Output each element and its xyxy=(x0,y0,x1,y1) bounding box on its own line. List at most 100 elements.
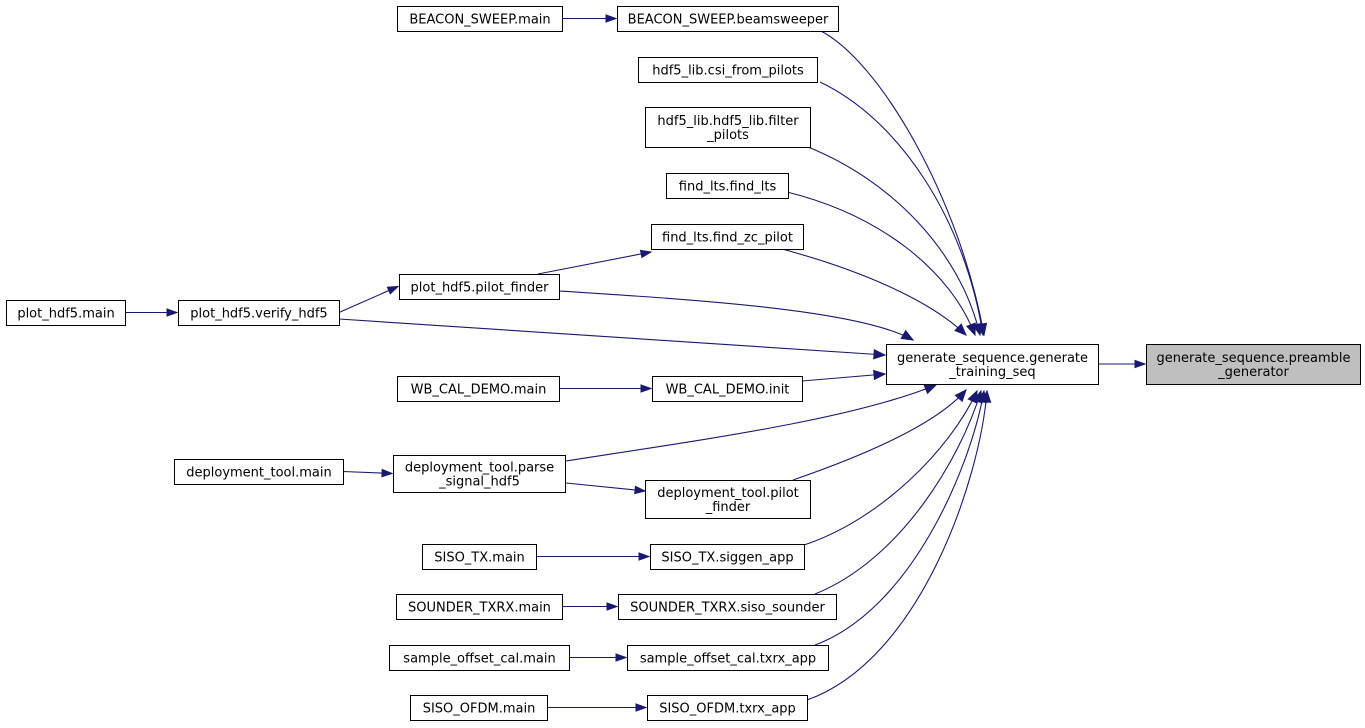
node-label: deployment_tool.pilot xyxy=(657,486,799,501)
node-csi-from-pilots[interactable]: hdf5_lib.csi_from_pilots xyxy=(638,57,818,83)
edge-ofdm_main-to-ofdm_txrx xyxy=(547,703,648,712)
node-label: generate_sequence.generate xyxy=(897,351,1088,366)
arrowhead-icon xyxy=(640,384,653,393)
node-box xyxy=(645,107,811,148)
node-beacon-main[interactable]: BEACON_SWEEP.main xyxy=(397,6,563,32)
node-wb-main[interactable]: WB_CAL_DEMO.main xyxy=(397,376,560,402)
node-find-zc-pilot[interactable]: find_lts.find_zc_pilot xyxy=(651,224,804,250)
arrowhead-icon xyxy=(873,349,887,360)
node-label: deployment_tool.main xyxy=(186,466,332,481)
edge-line xyxy=(814,390,982,595)
node-wb-init[interactable]: WB_CAL_DEMO.init xyxy=(652,376,803,402)
edge-deploy_main-to-parse_signal xyxy=(342,468,394,478)
call-graph-nodes: BEACON_SWEEP.main BEACON_SWEEP.beamsweepe… xyxy=(6,6,1361,721)
edge-line xyxy=(537,251,652,275)
node-siso-sounder[interactable]: SOUNDER_TXRX.siso_sounder xyxy=(618,594,837,620)
arrowhead-icon xyxy=(923,384,938,395)
node-label: _generator xyxy=(1217,365,1289,380)
node-label: SISO_TX.siggen_app xyxy=(661,551,793,566)
edge-line xyxy=(814,390,985,646)
node-label: BEACON_SWEEP.main xyxy=(409,13,550,28)
node-label: _finder xyxy=(705,500,751,515)
node-plot-pilot-finder[interactable]: plot_hdf5.pilot_finder xyxy=(399,274,560,300)
node-box xyxy=(627,645,829,671)
node-siggen-app[interactable]: SISO_TX.siggen_app xyxy=(650,544,805,570)
node-beacon-beamsweeper[interactable]: BEACON_SWEEP.beamsweeper xyxy=(617,6,839,32)
edge-plot_pilot_finder-to-find_zc_pilot xyxy=(537,249,653,275)
node-ofdm-main[interactable]: SISO_OFDM.main xyxy=(410,695,548,721)
edge-plot_pilot_finder-to-generate_training_seq xyxy=(558,290,915,341)
edge-verify_hdf5-to-generate_training_seq xyxy=(338,318,887,360)
edge-find_zc_pilot-to-generate_training_seq xyxy=(781,248,967,336)
node-verify-hdf5[interactable]: plot_hdf5.verify_hdf5 xyxy=(178,300,340,326)
arrowhead-icon xyxy=(954,389,967,403)
edge-soc_main-to-soc_txrx xyxy=(569,653,628,662)
node-box xyxy=(886,344,1099,385)
node-box xyxy=(617,6,839,32)
node-sounder-main[interactable]: SOUNDER_TXRX.main xyxy=(396,594,563,620)
node-soc-main[interactable]: sample_offset_cal.main xyxy=(389,645,570,671)
arrowhead-icon xyxy=(639,249,653,259)
edge-line xyxy=(819,81,984,336)
node-label: find_lts.find_lts xyxy=(679,180,777,195)
arrowhead-icon xyxy=(166,308,179,317)
node-box xyxy=(645,480,811,519)
edge-line xyxy=(786,191,976,336)
edge-line xyxy=(807,146,981,336)
node-box xyxy=(651,224,804,250)
arrowhead-icon xyxy=(606,602,619,611)
node-ofdm-txrx[interactable]: SISO_OFDM.txrx_app xyxy=(647,695,808,721)
edge-line xyxy=(338,285,399,314)
node-box xyxy=(666,173,789,199)
edge-line xyxy=(781,248,967,336)
node-generate-training-seq[interactable]: generate_sequence.generate_training_seq xyxy=(886,344,1099,385)
node-box xyxy=(396,594,563,620)
edge-verify_hdf5-to-plot_pilot_finder xyxy=(338,285,400,314)
arrowhead-icon xyxy=(1134,359,1147,369)
edge-line xyxy=(818,29,985,336)
node-label: plot_hdf5.main xyxy=(17,307,114,322)
edge-plot_main-to-verify_hdf5 xyxy=(125,308,179,317)
edge-line xyxy=(801,373,886,382)
node-parse-signal[interactable]: deployment_tool.parse_signal_hdf5 xyxy=(393,455,566,493)
node-label: generate_sequence.preamble xyxy=(1157,351,1351,366)
arrowhead-icon xyxy=(900,329,915,341)
edge-siso_sounder-to-generate_training_seq xyxy=(814,389,983,595)
arrowhead-icon xyxy=(381,468,394,478)
node-label: _signal_hdf5 xyxy=(438,475,520,490)
node-box xyxy=(397,6,563,32)
node-box xyxy=(410,695,548,721)
arrowhead-icon xyxy=(980,389,992,403)
edge-beacon_beamsweeper-to-generate_training_seq xyxy=(818,29,988,337)
node-deploy-pilot-finder[interactable]: deployment_tool.pilot_finder xyxy=(645,480,811,519)
node-plot-main[interactable]: plot_hdf5.main xyxy=(6,300,126,326)
arrowhead-icon xyxy=(638,552,651,561)
node-find-lts[interactable]: find_lts.find_lts xyxy=(666,173,789,199)
edge-wb_init-to-generate_training_seq xyxy=(801,369,887,382)
node-preamble-generator[interactable]: generate_sequence.preamble_generator xyxy=(1146,344,1361,385)
arrowhead-icon xyxy=(634,485,647,495)
node-label: hdf5_lib.hdf5_lib.filter xyxy=(657,114,799,129)
node-siso-tx-main[interactable]: SISO_TX.main xyxy=(422,544,537,570)
node-box xyxy=(178,300,340,326)
edge-ofdm_txrx-to-generate_training_seq xyxy=(806,389,992,701)
edge-line xyxy=(792,389,967,481)
node-box xyxy=(1146,344,1361,385)
node-label: sample_offset_cal.main xyxy=(403,652,555,667)
arrowhead-icon xyxy=(605,14,618,23)
node-soc-txrx[interactable]: sample_offset_cal.txrx_app xyxy=(627,645,829,671)
node-box xyxy=(652,376,803,402)
node-label: plot_hdf5.pilot_finder xyxy=(411,281,550,296)
node-deploy-main[interactable]: deployment_tool.main xyxy=(174,459,344,485)
edge-soc_txrx-to-generate_training_seq xyxy=(814,389,988,646)
node-box xyxy=(422,544,537,570)
edge-line xyxy=(338,318,886,356)
arrowhead-icon xyxy=(615,653,628,662)
node-label: SOUNDER_TXRX.main xyxy=(408,601,551,616)
edge-beacon_main-to-beacon_beamsweeper xyxy=(562,14,618,23)
edge-csi_from_pilots-to-generate_training_seq xyxy=(819,81,987,337)
node-box xyxy=(174,459,344,485)
edge-sounder_main-to-siso_sounder xyxy=(562,602,619,611)
node-filter-pilots[interactable]: hdf5_lib.hdf5_lib.filter_pilots xyxy=(645,107,811,148)
